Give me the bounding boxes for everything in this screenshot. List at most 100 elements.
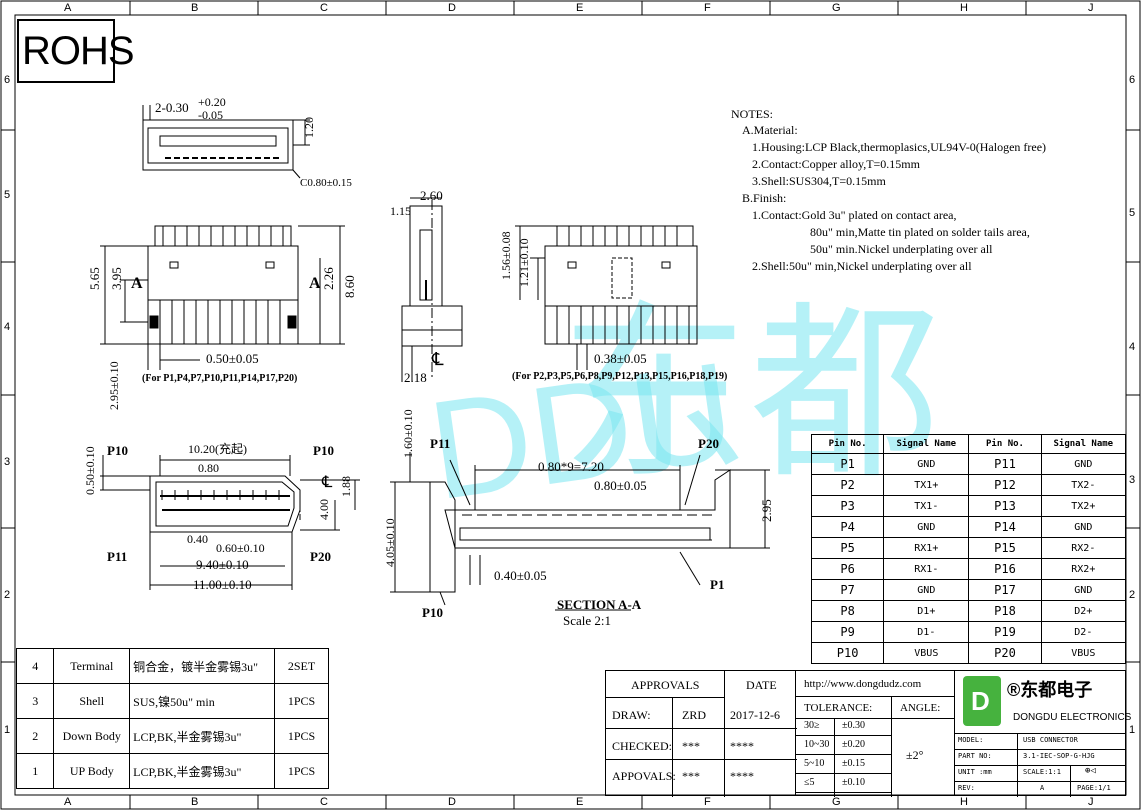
signal-name-cell: D1- bbox=[883, 621, 970, 643]
grid-row-5-right: 5 bbox=[1129, 207, 1136, 219]
notes-finish-contact: 1.Contact:Gold 3u" plated on contact are… bbox=[752, 208, 957, 222]
logo-letter: D bbox=[971, 686, 990, 716]
tol-divider-mid bbox=[795, 718, 955, 719]
notes-finish-contact-3: 50u" min.Nickel underplating over all bbox=[810, 242, 993, 256]
pin-table-header-cell: Signal Name bbox=[883, 434, 970, 454]
label-p20-section: P20 bbox=[698, 436, 719, 451]
section-scale: Scale 2:1 bbox=[563, 613, 612, 628]
appovals-by: *** bbox=[682, 769, 700, 783]
signal-name-cell: GND bbox=[883, 579, 970, 601]
pin-number-cell: P17 bbox=[968, 579, 1042, 601]
pins-note-left: (For P1,P4,P7,P10,P11,P14,P17,P20) bbox=[142, 373, 298, 384]
signal-name-cell: GND bbox=[883, 516, 970, 538]
checked-by: *** bbox=[682, 739, 700, 753]
grid-row-5: 5 bbox=[4, 189, 11, 201]
pin-number-cell: P11 bbox=[968, 453, 1042, 475]
bom-cell: LCP,BK,半金雾锡3u" bbox=[129, 753, 276, 789]
angle-value: ±2° bbox=[906, 748, 924, 762]
grid-col-a-bottom: A bbox=[64, 796, 72, 808]
dim-1020: 10.20(充起) bbox=[188, 442, 247, 456]
dim-295: 2.95±0.10 bbox=[107, 361, 121, 410]
bom-cell: UP Body bbox=[53, 753, 131, 789]
signal-name-cell: RX2- bbox=[1040, 537, 1127, 559]
tolerance-value: ±0.10 bbox=[842, 777, 865, 788]
grid-col-c-bottom: C bbox=[320, 796, 328, 808]
dim-260: 2.60 bbox=[420, 188, 443, 203]
grid-row-2-right: 2 bbox=[1129, 589, 1136, 601]
bom-cell: 3 bbox=[15, 683, 55, 719]
grid-col-j-bottom: J bbox=[1088, 796, 1094, 808]
centerline-mark-2: ℄ bbox=[322, 474, 333, 491]
grid-row-6: 6 bbox=[4, 74, 11, 86]
draw-row bbox=[605, 697, 797, 729]
section-view bbox=[390, 452, 770, 611]
model-key: MODEL: bbox=[958, 736, 984, 744]
dim-050: 0.50±0.05 bbox=[206, 351, 259, 366]
pin-number-cell: P20 bbox=[968, 642, 1042, 664]
notes-finish-contact-2: 80u" min,Matte tin plated on solder tail… bbox=[810, 225, 1030, 239]
bom-cell: LCP,BK,半金雾锡3u" bbox=[129, 718, 276, 754]
dim-720: 0.80*9=7.20 bbox=[538, 459, 604, 474]
dim-plus: +0.20 bbox=[198, 95, 226, 109]
tolerance-title: TOLERANCE: bbox=[804, 702, 873, 714]
info-divider-4 bbox=[954, 781, 1126, 782]
rev-value: A bbox=[1040, 784, 1045, 792]
tolerance-row-divider bbox=[795, 773, 891, 774]
bom-cell: 2SET bbox=[274, 648, 329, 684]
signal-name-cell: GND bbox=[1040, 579, 1127, 601]
signal-name-cell: D1+ bbox=[883, 600, 970, 622]
dim-295b: 2.95 bbox=[759, 499, 774, 522]
tolerance-row-divider bbox=[795, 754, 891, 755]
dim-050b: 0.50±0.10 bbox=[83, 446, 97, 495]
tolerance-range: 10~30 bbox=[804, 739, 830, 750]
rohs-label: ROHS bbox=[22, 29, 135, 73]
tolerance-range: 5~10 bbox=[804, 758, 825, 769]
pins-note-right: (For P2,P3,P5,P6,P8,P9,P12,P13,P15,P16,P… bbox=[512, 371, 728, 382]
label-p1-section: P1 bbox=[710, 577, 725, 592]
pin-number-cell: P5 bbox=[810, 537, 885, 559]
notes-title: NOTES: bbox=[731, 107, 773, 121]
signal-name-cell: TX1+ bbox=[883, 474, 970, 496]
grid-row-1-right: 1 bbox=[1129, 724, 1136, 736]
dim-156: 1.56±0.08 bbox=[499, 231, 513, 280]
checked-row bbox=[605, 728, 797, 760]
bom-cell: SUS,镍50u" min bbox=[129, 683, 276, 719]
pin-number-cell: P7 bbox=[810, 579, 885, 601]
dim-120: 1.20 bbox=[302, 117, 316, 138]
pin-number-cell: P10 bbox=[810, 642, 885, 664]
pin-number-cell: P13 bbox=[968, 495, 1042, 517]
pin-number-cell: P1 bbox=[810, 453, 885, 475]
grid-col-a: A bbox=[64, 2, 72, 14]
notes-finish-shell: 2.Shell:50u" min,Nickel underplating ove… bbox=[752, 259, 972, 273]
info-divider-v1 bbox=[1017, 733, 1018, 797]
notes-material: A.Material: bbox=[742, 123, 798, 137]
pin-number-cell: P3 bbox=[810, 495, 885, 517]
bom-cell: 1PCS bbox=[274, 718, 329, 754]
tolerance-range: 30≥ bbox=[804, 720, 820, 731]
dim-038: 0.38±0.05 bbox=[594, 351, 647, 366]
projection-icon: ⊕◁ bbox=[1085, 766, 1096, 776]
tolerance-row-divider bbox=[795, 792, 891, 793]
company-logo: D bbox=[963, 676, 1001, 726]
top-view bbox=[142, 105, 310, 179]
appovals-label: APPOVALS: bbox=[612, 769, 676, 783]
part-key: PART NO: bbox=[958, 752, 992, 760]
approvals-header: APPROVALS bbox=[631, 678, 700, 692]
pin-number-cell: P14 bbox=[968, 516, 1042, 538]
dim-080: 0.80 bbox=[198, 461, 219, 475]
pin-number-cell: P12 bbox=[968, 474, 1042, 496]
pin-number-cell: P9 bbox=[810, 621, 885, 643]
signal-name-cell: D2+ bbox=[1040, 600, 1127, 622]
pin-number-cell: P8 bbox=[810, 600, 885, 622]
grid-col-c: C bbox=[320, 2, 328, 14]
pin-table-header-cell: Pin No. bbox=[968, 434, 1042, 454]
dim-040: 0.40 bbox=[187, 532, 208, 546]
